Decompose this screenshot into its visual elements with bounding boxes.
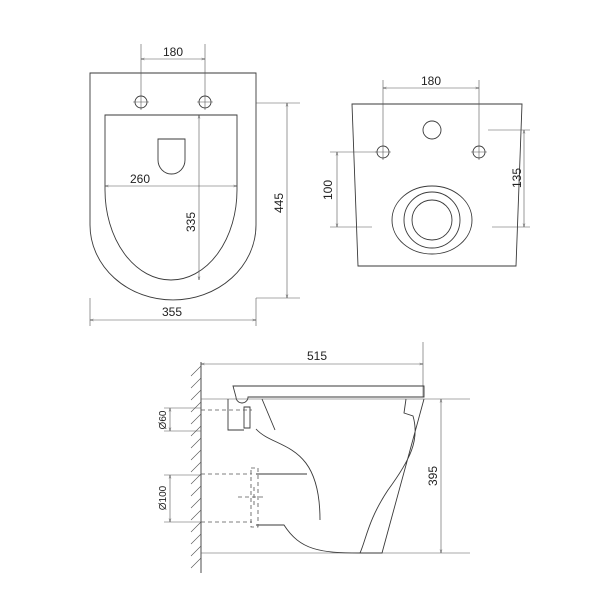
dim-total-length: 445 <box>272 193 286 213</box>
mounting-holes <box>133 44 213 110</box>
dim-upper-height: 135 <box>510 168 524 188</box>
trap-profile <box>243 406 361 554</box>
dim-inlet-diameter: Ø60 <box>158 410 169 429</box>
seat-profile <box>232 385 425 404</box>
side-view: 515 395 Ø60 Ø100 <box>158 342 470 573</box>
wall-hatching <box>190 365 202 569</box>
dim-total-width: 355 <box>162 305 182 319</box>
dim-height: 395 <box>426 466 440 486</box>
dim-hole-spacing-top: 180 <box>163 45 183 59</box>
top-view: 180 260 335 445 355 <box>89 44 300 326</box>
dim-lower-height: 100 <box>321 180 335 200</box>
rear-outline <box>351 103 523 267</box>
rear-view: 180 100 135 <box>321 74 530 267</box>
dim-hole-spacing-rear: 180 <box>421 74 441 88</box>
dim-seat-width: 260 <box>130 172 150 186</box>
dim-seat-length: 335 <box>184 212 198 232</box>
outlet-outer <box>391 185 473 255</box>
dim-outlet-diameter: Ø100 <box>158 485 169 510</box>
bowl-profile-front <box>227 398 425 554</box>
seat-outline <box>104 114 238 281</box>
bowl-opening <box>157 138 186 175</box>
dim-projection: 515 <box>307 349 327 363</box>
bowl-outline <box>89 72 257 301</box>
